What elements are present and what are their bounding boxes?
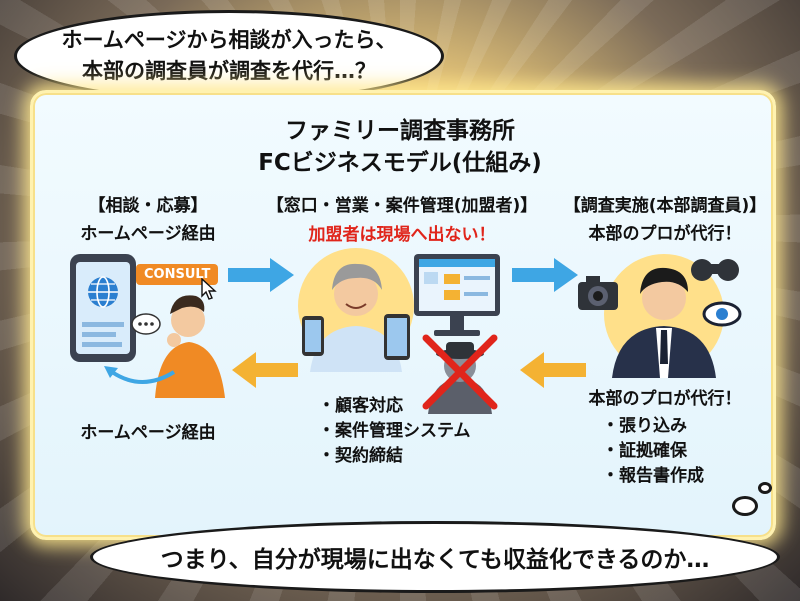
eye-icon (702, 301, 742, 327)
franchisee-illustration (298, 248, 414, 372)
center-item: ・案件管理システム (318, 421, 471, 441)
center-items: ・顧客対応 ・案件管理システム ・契約締結 (318, 394, 471, 469)
right-sub: 本部のプロが代行！ (588, 224, 742, 244)
bottom-thought-bubble: つまり、自分が現場に出なくても収益化できるのか… (90, 521, 780, 593)
bottom-bubble-text: つまり、自分が現場に出なくても収益化できるのか… (160, 547, 710, 573)
thought-dot-large (732, 496, 758, 516)
camera-icon (578, 276, 618, 310)
right-items: ・張り込み ・証拠確保 ・報告書作成 (602, 414, 704, 489)
left-sub: ホームページ経由 (80, 224, 216, 244)
right-item: ・張り込み (602, 416, 687, 436)
consult-tag: CONSULT (136, 264, 219, 285)
top-bubble-line1: ホームページから相談が入ったら、 (61, 28, 397, 52)
arrow-left-1 (232, 352, 298, 388)
center-item: ・契約締結 (318, 446, 403, 466)
hq-investigator-illustration (578, 254, 742, 378)
left-bottom-label: ホームページ経由 (80, 423, 216, 443)
folder-icon (444, 274, 460, 300)
right-item: ・証拠確保 (602, 441, 687, 461)
thought-dot-small (758, 482, 772, 494)
consultation-illustration (70, 254, 225, 398)
top-thought-bubble: ホームページから相談が入ったら、 本部の調査員が調査を代行…？ (14, 10, 444, 102)
arrow-right-1 (228, 258, 294, 292)
top-bubble-line2: 本部の調査員が調査を代行…？ (82, 59, 376, 83)
title-line1: ファミリー調査事務所 (285, 118, 515, 144)
cross-mark-icon (422, 334, 498, 410)
field-investigator-crossed (422, 334, 498, 414)
right-items-title: 本部のプロが代行！ (588, 389, 742, 409)
center-warning: 加盟者は現場へ出ない！ (308, 225, 496, 245)
arrow-right-2 (512, 258, 578, 292)
left-header: 【相談・応募】 (88, 196, 208, 216)
right-item: ・報告書作成 (602, 466, 704, 486)
speech-dots-icon (131, 313, 161, 335)
management-monitor (414, 254, 500, 336)
globe-icon (88, 276, 118, 308)
center-header: 【窓口・営業・案件管理(加盟者)】 (266, 196, 538, 216)
arrow-left-2 (520, 352, 586, 388)
right-header: 【調査実施(本部調査員)】 (563, 196, 767, 216)
binoculars-icon (691, 259, 739, 281)
title-line2: FCビジネスモデル(仕組み) (258, 150, 542, 176)
center-item: ・顧客対応 (318, 396, 403, 416)
cursor-icon (201, 278, 217, 300)
